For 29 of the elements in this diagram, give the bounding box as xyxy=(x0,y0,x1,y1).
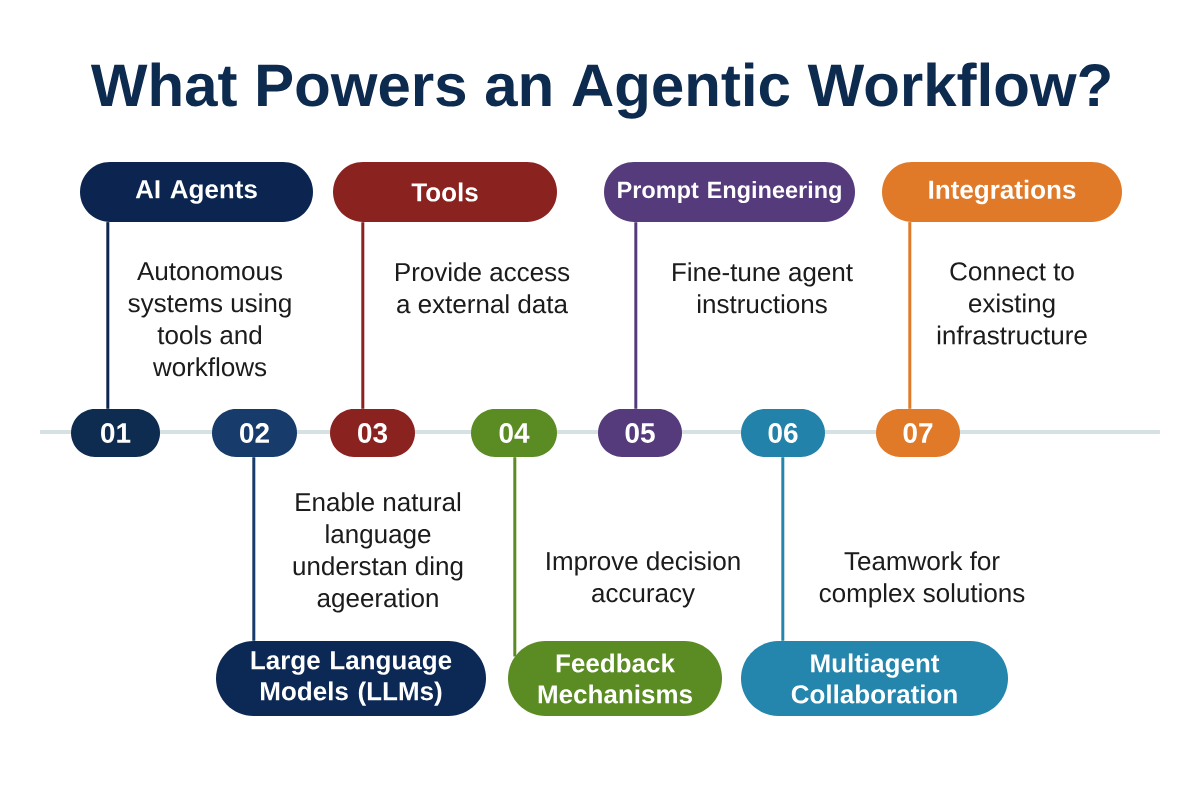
connector-line xyxy=(361,222,365,409)
description-text: Improve decision accuracy xyxy=(547,551,740,608)
number-pill: 03 xyxy=(330,409,415,457)
heading-pill: Tools xyxy=(333,162,557,222)
description-text: Provide access a external data xyxy=(396,262,570,314)
connector-line xyxy=(106,222,110,409)
description-text: Fine-tune agent instructions xyxy=(673,262,853,314)
connector-line xyxy=(634,222,638,409)
heading-pill: Prompt Engineering xyxy=(604,162,855,222)
number-pill: 01 xyxy=(71,409,160,457)
connector-line xyxy=(513,457,517,657)
connector-line xyxy=(781,457,785,641)
description-text: Autonomous systems using tools and workflows xyxy=(128,262,291,377)
heading-pill: Multiagent Collaboration xyxy=(741,641,1008,716)
heading-pill: Feedback Mechanisms xyxy=(508,641,722,716)
number-pill: 07 xyxy=(876,409,960,457)
heading-pill: AI Agents xyxy=(80,162,313,222)
connector-line xyxy=(908,222,912,409)
title-text: What Powers an Agentic Workflow? xyxy=(90,62,1110,119)
number-pill: 02 xyxy=(212,409,297,457)
heading-pill: Integrations xyxy=(882,162,1122,222)
description-text: Connect to existing infrastructure xyxy=(937,262,1087,345)
number-pill: 05 xyxy=(598,409,682,457)
heading-pill: Large Language Models (LLMs) xyxy=(216,641,486,716)
number-pill: 04 xyxy=(471,409,557,457)
number-pill: 06 xyxy=(741,409,825,457)
description-text: Enable natural language understan ding ageeration xyxy=(293,492,463,613)
description-text: Teamwork for complex solutions xyxy=(819,551,1025,608)
connector-line xyxy=(252,457,256,641)
